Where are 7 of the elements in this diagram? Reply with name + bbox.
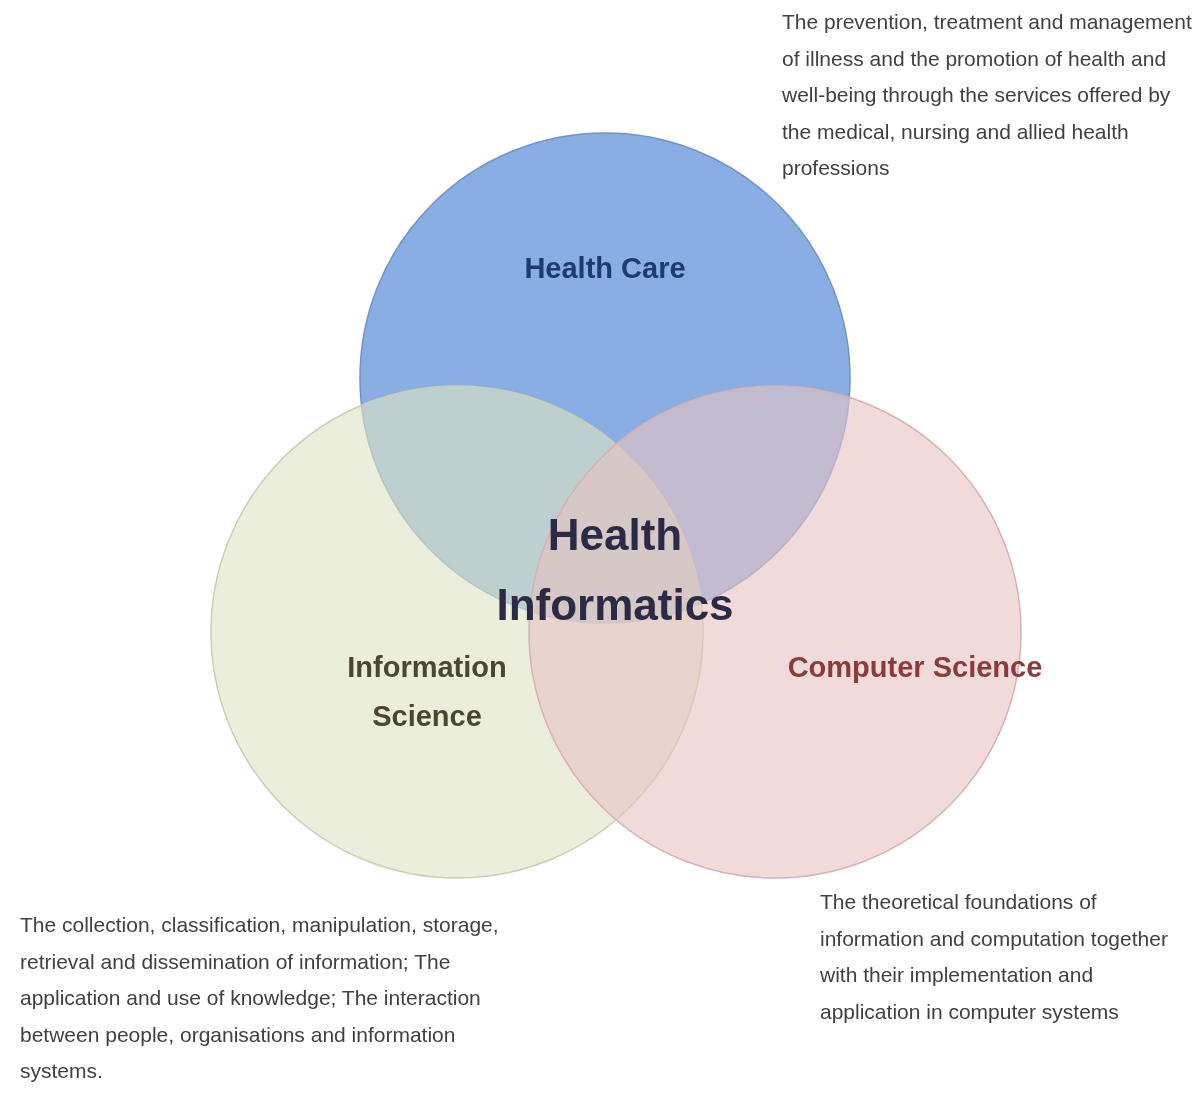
description-text: The prevention, treatment and management of illness and the promotion of health and well-being through the services offered by the medical, nursing and allied health professions <box>782 9 1193 181</box>
circle-title: Health Care <box>523 251 687 286</box>
center-label: Health Informatics <box>495 509 735 631</box>
description-text: The collection, classification, manipulation, storage, retrieval and dissemination of information; The application and use of knowledge; The interaction between people, organisations and information systems. <box>20 912 500 1084</box>
description-text: The theoretical foundations of information and computation together with their implementation and application in computer systems <box>820 889 1169 1025</box>
circle-title: Information Science <box>346 650 508 734</box>
circle-title: Computer Science <box>786 650 1044 685</box>
